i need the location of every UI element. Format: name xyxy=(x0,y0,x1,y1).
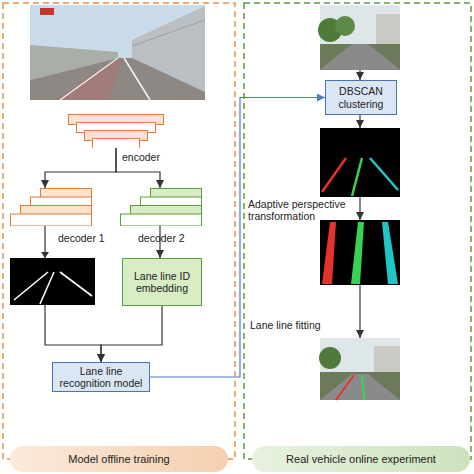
stage-pill: Real vehicle online experiment xyxy=(252,446,470,472)
encoder-shape xyxy=(68,114,164,148)
flow-connector xyxy=(101,306,162,362)
box-text: DBSCAN clustering xyxy=(330,85,392,109)
decoder-block: decoder 1 xyxy=(10,188,92,226)
fitted-lane xyxy=(336,375,354,400)
stage-title: Real vehicle online experiment xyxy=(286,453,436,466)
lane-line xyxy=(322,158,346,192)
lane-stroke xyxy=(322,222,336,284)
lane-stroke xyxy=(351,222,364,284)
layer-slab xyxy=(121,214,202,226)
image-background xyxy=(320,220,400,285)
photo-road xyxy=(320,44,400,70)
photo-ground xyxy=(320,372,400,400)
layer-slab xyxy=(93,139,140,149)
step-label: Adaptive perspective transformation xyxy=(248,198,358,222)
lane-stroke xyxy=(382,222,398,284)
lane-line xyxy=(60,272,92,296)
flow-arrow xyxy=(359,285,360,338)
clustered-lane-image xyxy=(320,128,400,197)
arrow-head xyxy=(41,252,49,258)
block-label: decoder 1 xyxy=(58,232,118,244)
image-background xyxy=(10,258,95,305)
perspective-lane-image xyxy=(320,220,400,285)
photo-lane xyxy=(55,58,124,100)
flow-arrow xyxy=(359,197,360,220)
lane-line xyxy=(40,272,54,304)
step-label: Lane line fitting xyxy=(250,319,340,331)
decoder-shape xyxy=(10,188,92,226)
layer-slab xyxy=(11,214,92,226)
photo-lane-line xyxy=(60,58,118,100)
road-photo xyxy=(30,5,205,100)
photo-sign xyxy=(40,8,54,15)
stage-title: Model offline training xyxy=(68,453,169,466)
photo-wall-line xyxy=(132,20,205,46)
block-label: decoder 2 xyxy=(138,232,198,244)
result-photo xyxy=(319,338,400,400)
photo-building xyxy=(374,346,400,376)
process-box: Lane line ID embedding xyxy=(122,258,202,306)
decoder-shape xyxy=(120,188,202,226)
lane-line xyxy=(370,158,398,190)
fitted-lane xyxy=(362,375,364,400)
flow-arrow xyxy=(359,115,360,128)
binary-lane-image xyxy=(10,258,95,305)
box-text: Lane line ID embedding xyxy=(127,270,197,294)
image-background xyxy=(320,128,400,197)
photo-sky xyxy=(320,338,400,400)
photo-tree xyxy=(335,16,355,36)
decoder-block: decoder 2 xyxy=(120,188,202,226)
stage-pill: Model offline training xyxy=(10,446,228,472)
flow-connector xyxy=(45,148,116,188)
panel-frame xyxy=(244,3,471,459)
process-box: Lane line recognition model xyxy=(52,362,150,392)
box-text: Lane line recognition model xyxy=(57,365,145,389)
photo-sky xyxy=(30,5,205,100)
panel-frame xyxy=(3,3,235,459)
photo-road xyxy=(320,374,400,400)
photo-road xyxy=(30,58,205,100)
street-photo xyxy=(318,5,400,70)
photo-lane-line xyxy=(124,58,150,100)
encoder-block: encoder xyxy=(68,114,164,148)
photo-ground xyxy=(320,44,400,70)
lane-line xyxy=(352,158,362,196)
flow-arrow xyxy=(359,70,360,80)
photo-tree xyxy=(319,347,341,369)
block-label: encoder xyxy=(122,151,182,163)
process-box: DBSCAN clustering xyxy=(325,80,397,115)
